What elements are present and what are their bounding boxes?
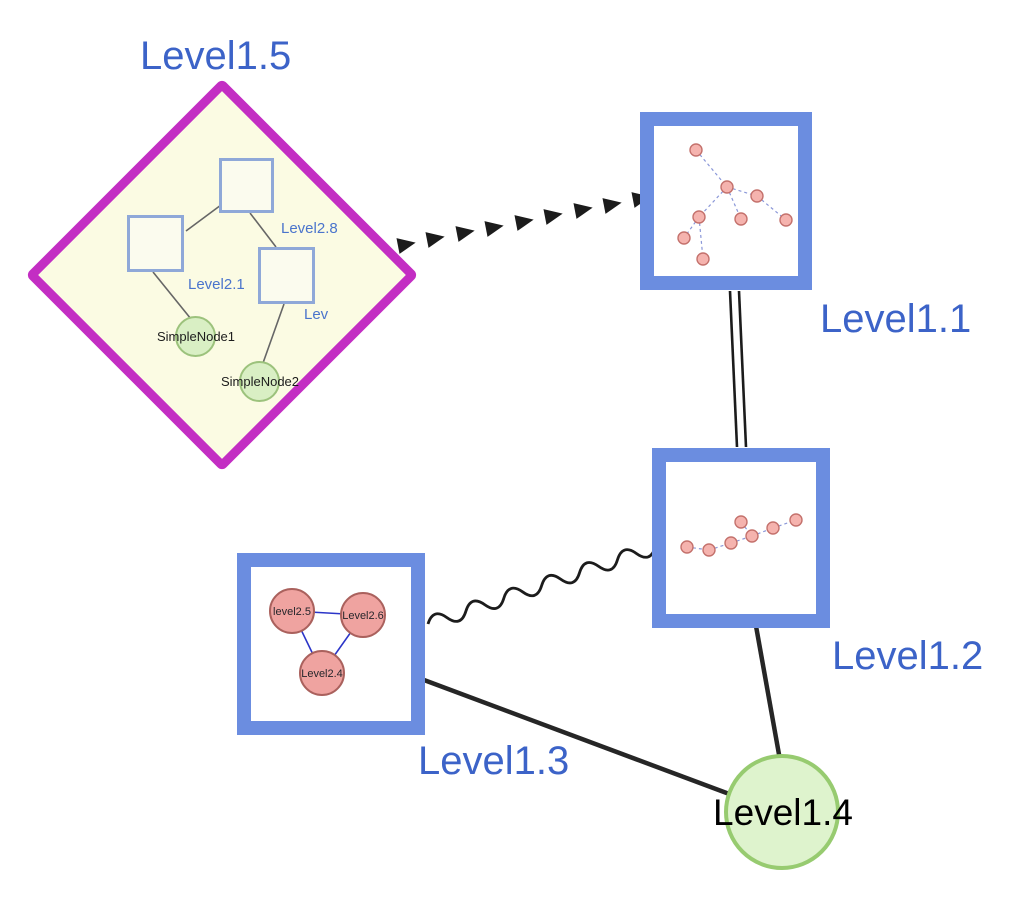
level12-mini-network	[680, 513, 803, 557]
edge-level13-level14[interactable]	[423, 677, 741, 801]
node-level2-1[interactable]	[127, 215, 184, 272]
node-level1-4[interactable]	[724, 754, 840, 870]
arrowhead-segment	[396, 234, 418, 254]
arrowhead-segment	[425, 228, 447, 248]
edge-lev-simplenode2	[262, 303, 285, 364]
node-level2-6[interactable]	[340, 592, 386, 638]
mini-node[interactable]	[734, 212, 748, 226]
mini-node[interactable]	[734, 515, 748, 529]
mini-node[interactable]	[745, 529, 759, 543]
level13-inner-graph: level2.5 Level2.6 Level2.4	[269, 588, 386, 696]
node-level1-2[interactable]	[652, 448, 830, 628]
node-simplenode2[interactable]	[239, 361, 280, 402]
diamond-internal-edges	[152, 204, 285, 364]
arrowhead-segment	[514, 211, 536, 231]
mini-edge	[698, 186, 728, 218]
node-simplenode1[interactable]	[175, 316, 216, 357]
mini-edge	[695, 149, 728, 188]
mini-nodes	[677, 143, 793, 266]
mini-node[interactable]	[696, 252, 710, 266]
triangle-node-labels: level2.5 Level2.6 Level2.4	[273, 606, 384, 680]
double-line-right	[737, 290, 748, 448]
mini-node[interactable]	[680, 540, 694, 554]
mini-node[interactable]	[750, 189, 764, 203]
double-line-left	[728, 290, 739, 448]
node-label-level1-3: Level1.3	[418, 739, 570, 783]
mini-node[interactable]	[702, 543, 716, 557]
node-level1-1[interactable]	[640, 112, 812, 290]
node-label-simplenode1: SimpleNode1	[156, 329, 236, 344]
node-label-level2-5: level2.5	[273, 606, 311, 618]
mini-node[interactable]	[720, 180, 734, 194]
arrowhead-segment	[455, 222, 477, 242]
mini-node[interactable]	[692, 210, 706, 224]
edge-level11-level12-double[interactable]	[728, 290, 748, 448]
edge-level15-to-level11[interactable]	[396, 188, 653, 254]
node-level2-5[interactable]	[269, 588, 315, 634]
node-label-level1-5: Level1.5	[140, 34, 292, 78]
node-level2-8[interactable]	[219, 158, 274, 213]
edge-level21-simplenode1	[152, 271, 192, 320]
mini-node[interactable]	[677, 231, 691, 245]
node-label-level2-4: Level2.4	[301, 668, 343, 680]
node-label-level1-1: Level1.1	[820, 297, 972, 341]
node-label-level2-1: Level2.1	[188, 276, 245, 293]
mini-nodes	[680, 513, 803, 557]
node-label-simplenode2: SimpleNode2	[220, 374, 300, 389]
node-level1-3[interactable]: level2.5 Level2.6 Level2.4	[237, 553, 425, 735]
node-label-level2-6: Level2.6	[342, 610, 384, 622]
arrowhead-segment	[602, 194, 624, 214]
node-lev[interactable]	[258, 247, 315, 304]
mini-edge	[698, 216, 704, 260]
arrowhead-segment	[573, 199, 595, 219]
node-label-level1-2: Level1.2	[832, 634, 984, 678]
mini-node[interactable]	[724, 536, 738, 550]
edge-level13-level12-wavy[interactable]	[426, 540, 658, 630]
mini-node[interactable]	[779, 213, 793, 227]
edge-level21-level28	[185, 204, 222, 232]
mini-node[interactable]	[789, 513, 803, 527]
level11-mini-network	[677, 143, 793, 266]
arrowhead-segment	[484, 217, 506, 237]
node-level2-4[interactable]	[299, 650, 345, 696]
triangle-nodes	[269, 588, 386, 696]
mini-node[interactable]	[766, 521, 780, 535]
edge-level28-lev	[249, 212, 277, 248]
arrowhead-segment	[543, 205, 565, 225]
node-label-level2-8: Level2.8	[281, 220, 338, 237]
mini-node[interactable]	[689, 143, 703, 157]
edge-level12-level14[interactable]	[753, 625, 783, 761]
node-label-level1-4: Level1.4	[713, 792, 853, 833]
mini-edge	[683, 216, 700, 239]
mini-edges	[683, 149, 787, 260]
node-label-lev: Lev	[304, 306, 329, 323]
